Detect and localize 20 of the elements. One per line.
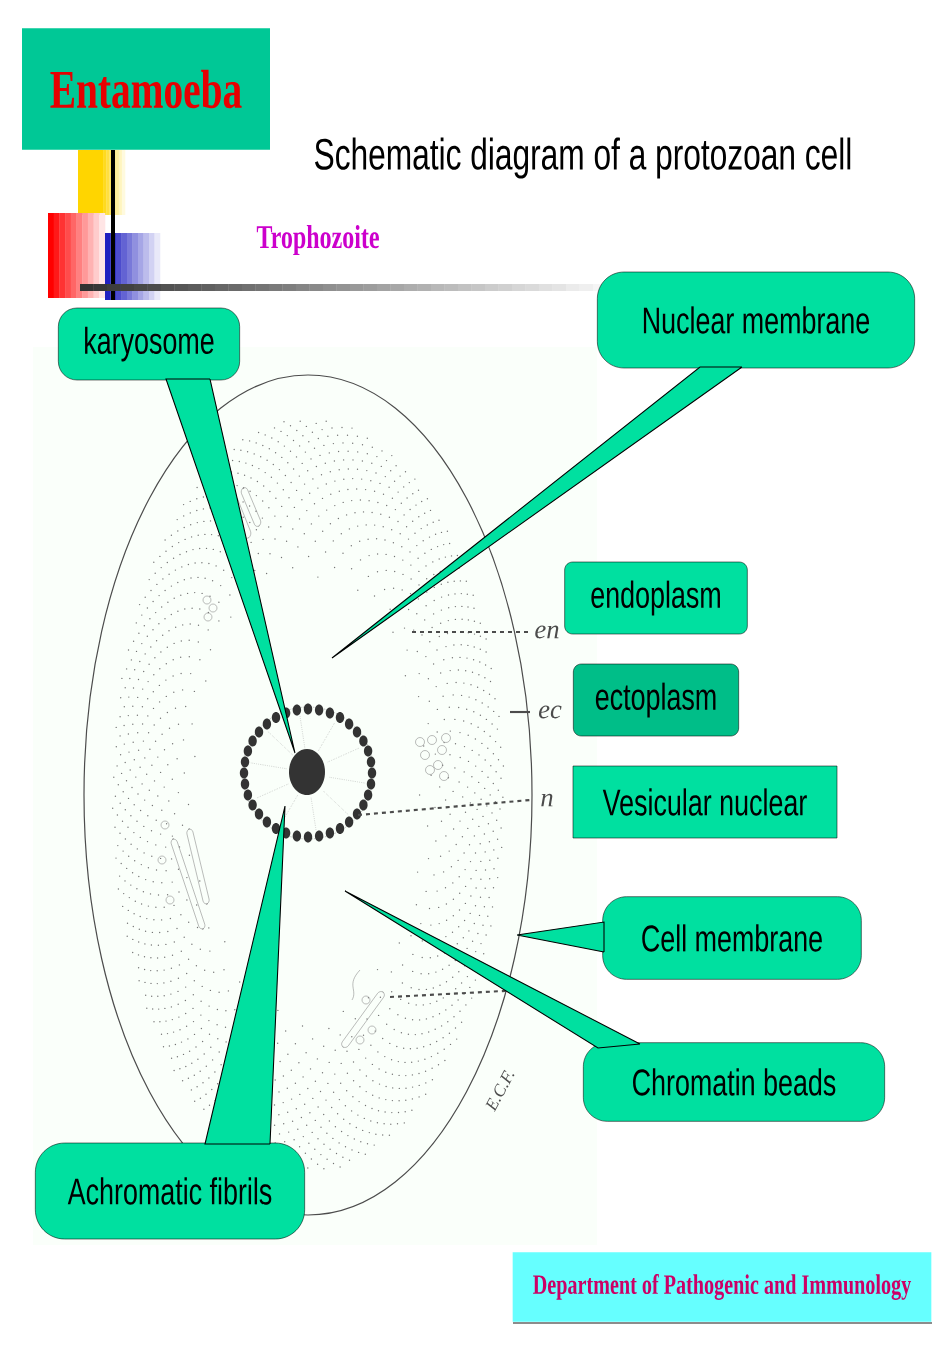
callout-box: Nuclear membrane (597, 271, 915, 369)
subtitle: Trophozoite (256, 224, 379, 256)
callout-pointer (344, 890, 641, 1049)
label-box: ectoplasm (573, 663, 739, 737)
callout-box: Chromatin beads (583, 1042, 885, 1122)
part-label: ec (539, 705, 562, 719)
part-label: n (541, 793, 553, 807)
callout-box: Achromatic fibrils (35, 1142, 305, 1240)
label-box: endoplasm (564, 561, 748, 635)
part-label: en (535, 625, 559, 639)
callout-pointer (204, 805, 286, 1145)
callout-box: Cell membrane (602, 896, 862, 980)
label-box: Vesicular nuclear (572, 765, 838, 839)
callout-pointer (165, 378, 296, 754)
callout-box: karyosome (58, 307, 240, 381)
footer-box: Department of Pathogenic and Immunology (512, 1252, 932, 1322)
heading-box: Entamoeba (22, 28, 270, 150)
callout-pointer (516, 921, 605, 953)
callout-pointer (331, 366, 743, 659)
title: Schematic diagram of a protozoan cell (315, 137, 851, 179)
